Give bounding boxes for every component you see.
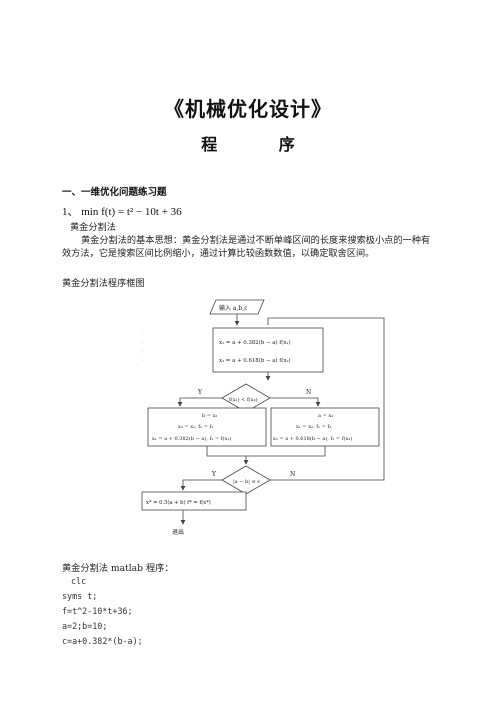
flow-input-label: 输入 a,b,ε <box>219 304 247 312</box>
flow-left-box <box>147 407 267 447</box>
page-title: 《机械优化设计》 <box>164 97 332 121</box>
flow-cond2: |a − b| ≤ ε <box>233 479 260 485</box>
flow-left-line3: x₁ = a + 0.382(b − a), f₁ = f(x₁) <box>152 435 231 442</box>
flow-yes-2: Y <box>211 471 217 478</box>
svg-text:': ' <box>142 359 143 365</box>
flow-yes-1: Y <box>197 389 203 396</box>
method-name: 黄金分割法 <box>70 222 116 233</box>
flow-right-line1: a = x₁ <box>318 413 333 419</box>
page-subtitle: 程 序 <box>201 135 323 154</box>
code-block: clc syms t; f=t^2-10*t+36; a=2;b=10; c=a… <box>62 574 143 649</box>
section-heading: 一、一维优化问题练习题 <box>62 187 167 198</box>
code-line: syms t; <box>62 591 98 601</box>
svg-text:': ' <box>142 341 143 347</box>
matlab-caption: 黄金分割法 matlab 程序： <box>62 563 174 574</box>
code-line: clc <box>71 576 87 586</box>
flowchart: ' ' ' ' 输入 a,b,ε x₁ = a + 0.382(b − a) f(x₁… <box>141 299 385 536</box>
svg-text:': ' <box>142 332 143 338</box>
problem-number: 1、 <box>62 206 79 218</box>
flow-end-label: 退出 <box>172 528 184 536</box>
flow-right-line3: x₂ = a + 0.618(b − a), f₂ = f(x₂) <box>273 435 352 442</box>
flow-right-box <box>270 407 380 447</box>
problem-expression: min f(t) = t² − 10t + 36 <box>81 206 182 218</box>
flow-right-line2: x₁ = x₂, f₁ = f₂ <box>296 424 331 430</box>
code-line: f=t^2-10*t+36; <box>62 606 133 616</box>
flow-result-box <box>141 491 247 511</box>
method-description: 黄金分割法的基本思想：黄金分割法是通过不断单峰区间的长度来搜索极小点的一种有效方… <box>62 235 431 259</box>
flow-init-box <box>212 327 324 373</box>
flow-left-line2: x₂ = x₁, f₂ = f₁ <box>178 424 213 430</box>
flow-no-2: N <box>290 471 295 478</box>
flow-init-line1: x₁ = a + 0.382(b − a) f(x₁) <box>219 339 291 346</box>
svg-text:': ' <box>142 350 143 356</box>
flowchart-caption: 黄金分割法程序框图 <box>62 278 145 289</box>
flow-left-line1: b = x₂ <box>202 413 217 419</box>
flow-init-line2: x₂ = a + 0.618(b − a) f(x₂) <box>219 357 291 364</box>
code-line: a=2;b=10; <box>62 621 108 631</box>
flow-input-shape <box>209 299 265 315</box>
flow-no-1: N <box>306 389 311 396</box>
flow-cond1: f(x₁) < f(x₂) <box>229 396 258 403</box>
flow-result-text: x* = 0.5(a + b) f* = f(x*) <box>146 499 211 506</box>
code-line: c=a+0.382*(b-a); <box>62 636 143 646</box>
problem-equation: 1、 min f(t) = t² − 10t + 36 <box>62 203 182 219</box>
